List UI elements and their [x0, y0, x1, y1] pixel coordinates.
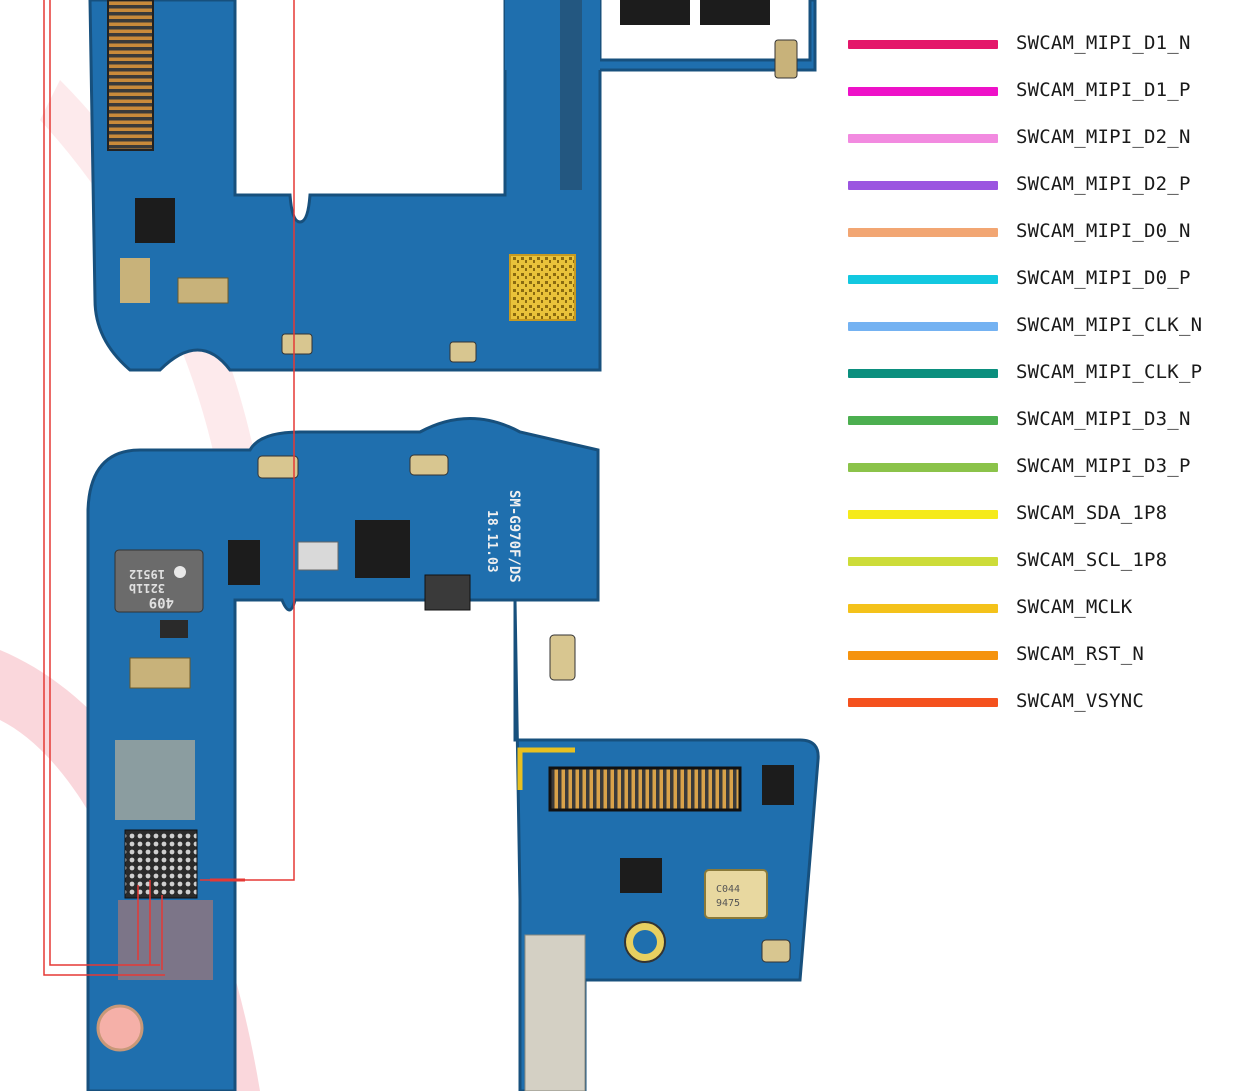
legend-item: SWCAM_MIPI_D1_N: [848, 30, 1228, 77]
legend-swatch: [848, 369, 998, 378]
legend-label: SWCAM_SCL_1P8: [1016, 549, 1168, 571]
signal-legend: SWCAM_MIPI_D1_N SWCAM_MIPI_D1_P SWCAM_MIPI…: [848, 30, 1228, 735]
legend-swatch: [848, 87, 998, 96]
legend-item: SWCAM_MIPI_D0_P: [848, 265, 1228, 312]
legend-swatch: [848, 228, 998, 237]
flex-connector-top: [107, 0, 154, 151]
pcb-bottom-segment: [86, 417, 820, 1091]
legend-item: SWCAM_MIPI_D3_N: [848, 406, 1228, 453]
legend-item: SWCAM_VSYNC: [848, 688, 1228, 735]
legend-label: SWCAM_MIPI_D2_N: [1016, 126, 1191, 148]
legend-label: SWCAM_MIPI_CLK_P: [1016, 361, 1203, 383]
legend-swatch: [848, 510, 998, 519]
camera-connector: [548, 766, 742, 812]
legend-swatch: [848, 416, 998, 425]
ic-mark-line1: 3211b: [129, 581, 165, 595]
legend-item: SWCAM_MIPI_D2_N: [848, 124, 1228, 171]
legend-item: SWCAM_MIPI_D0_N: [848, 218, 1228, 265]
ic-409-chip: [114, 549, 204, 613]
legend-swatch: [848, 698, 998, 707]
qr-code-sticker: [509, 254, 576, 321]
ic-mark-line3: 409: [149, 594, 174, 610]
legend-swatch: [848, 463, 998, 472]
legend-label: SWCAM_MIPI_D1_P: [1016, 79, 1191, 101]
legend-label: SWCAM_VSYNC: [1016, 690, 1145, 712]
legend-item: SWCAM_MIPI_D2_P: [848, 171, 1228, 218]
legend-item: SWCAM_MIPI_D1_P: [848, 77, 1228, 124]
legend-swatch: [848, 604, 998, 613]
legend-item: SWCAM_MIPI_CLK_P: [848, 359, 1228, 406]
legend-item: SWCAM_SCL_1P8: [848, 547, 1228, 594]
legend-swatch: [848, 557, 998, 566]
legend-item: SWCAM_MIPI_D3_P: [848, 453, 1228, 500]
crystal-mark-2: 9475: [716, 898, 740, 909]
legend-label: SWCAM_MIPI_D3_P: [1016, 455, 1191, 477]
legend-label: SWCAM_MIPI_D1_N: [1016, 32, 1191, 54]
legend-swatch: [848, 322, 998, 331]
legend-label: SWCAM_MIPI_D3_N: [1016, 408, 1191, 430]
legend-label: SWCAM_MCLK: [1016, 596, 1133, 618]
legend-swatch: [848, 275, 998, 284]
legend-label: SWCAM_SDA_1P8: [1016, 502, 1168, 524]
legend-swatch: [848, 40, 998, 49]
crystal-mark-1: C044: [716, 884, 740, 895]
bga-chip: [124, 829, 198, 899]
legend-swatch: [848, 181, 998, 190]
pcb-top-segment: [88, 0, 817, 372]
highlighted-traces: [43, 0, 295, 976]
crystal-oscillator: [704, 869, 768, 919]
legend-label: SWCAM_MIPI_CLK_N: [1016, 314, 1203, 336]
legend-label: SWCAM_MIPI_D0_P: [1016, 267, 1191, 289]
legend-label: SWCAM_MIPI_D0_N: [1016, 220, 1191, 242]
legend-item: SWCAM_SDA_1P8: [848, 500, 1228, 547]
legend-item: SWCAM_MIPI_CLK_N: [848, 312, 1228, 359]
mounting-hole: [96, 1004, 144, 1052]
board-date-label: 18.11.03: [484, 510, 499, 573]
legend-swatch: [848, 134, 998, 143]
legend-item: SWCAM_RST_N: [848, 641, 1228, 688]
ic-mark-line2: 19512: [129, 567, 165, 581]
legend-label: SWCAM_RST_N: [1016, 643, 1145, 665]
legend-label: SWCAM_MIPI_D2_P: [1016, 173, 1191, 195]
board-model-label: SM-G970F/DS: [506, 490, 522, 583]
pcb-board-view: SM-G970F/DS 18.11.03 3211b 19512 409 C04…: [0, 0, 820, 1091]
legend-swatch: [848, 651, 998, 660]
legend-item: SWCAM_MCLK: [848, 594, 1228, 641]
